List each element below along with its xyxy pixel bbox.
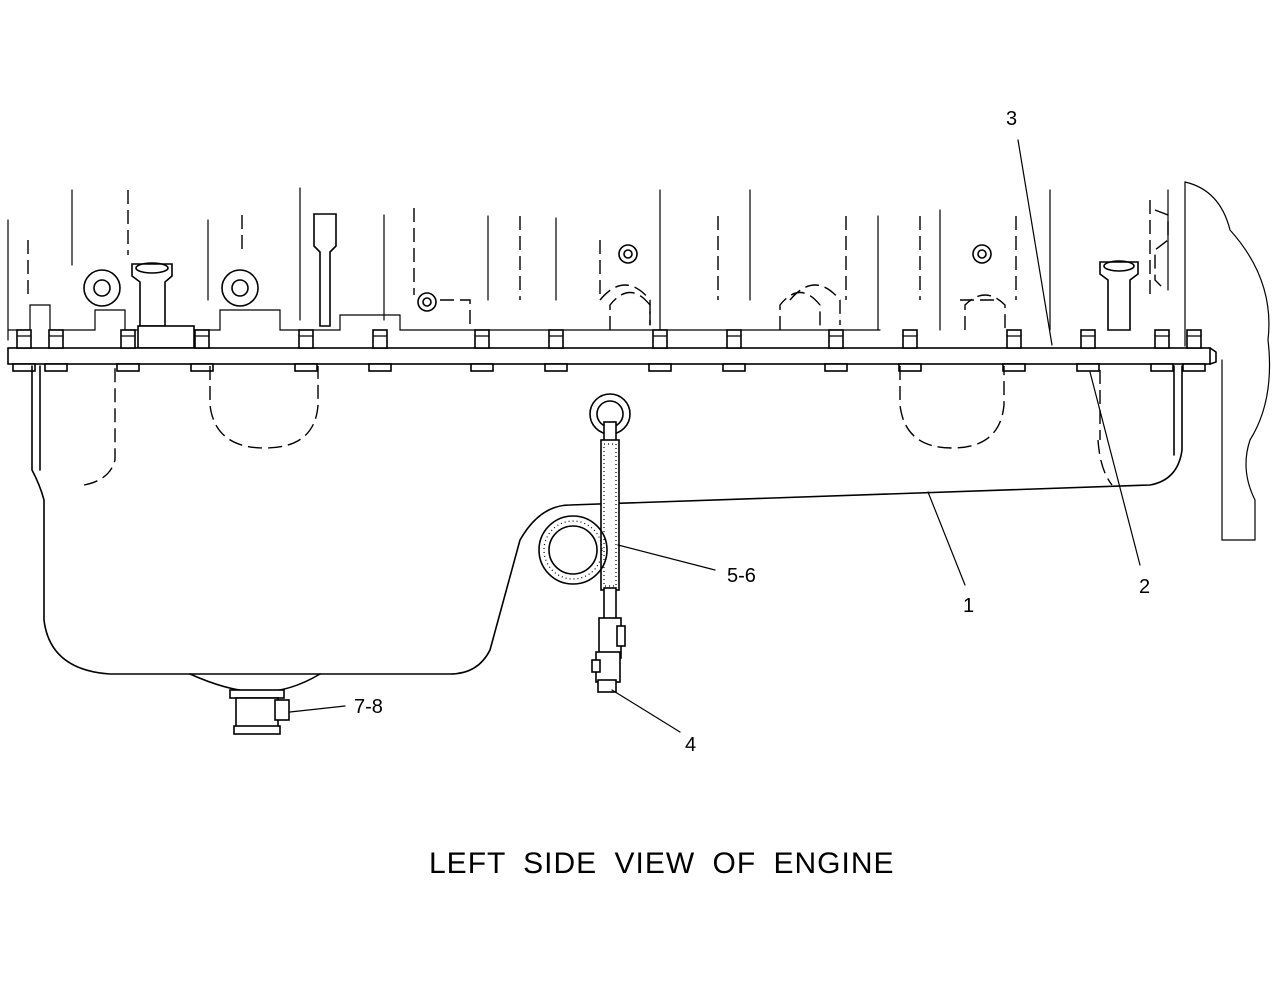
- bolt-nut: [294, 363, 318, 372]
- bolt-head: [1080, 329, 1096, 349]
- callout-labels: 3 2 1 5-6 4 7-8: [354, 108, 1150, 756]
- callout-7-8: 7-8: [354, 696, 383, 718]
- dipstick-tube: [538, 393, 631, 693]
- bolt-head: [902, 329, 918, 349]
- bolt-head: [1006, 329, 1022, 349]
- bolt-nut: [824, 363, 848, 372]
- bolt-nut: [190, 363, 214, 372]
- gasket-rail: [7, 347, 1217, 365]
- bolt-nut: [544, 363, 568, 372]
- bolt-head: [1186, 329, 1202, 349]
- callout-3: 3: [1006, 108, 1017, 130]
- bolt-head: [828, 329, 844, 349]
- bolt-head: [120, 329, 136, 349]
- bolt-nut: [470, 363, 494, 372]
- flange-bolts: [12, 329, 1206, 372]
- leader-lines: [289, 139, 1141, 733]
- bolt-head: [548, 329, 564, 349]
- bolt-nut: [1150, 363, 1174, 372]
- bolt-head: [726, 329, 742, 349]
- callout-1: 1: [963, 595, 974, 617]
- bolt-nut: [898, 363, 922, 372]
- callout-4: 4: [685, 734, 696, 756]
- bolt-head: [48, 329, 64, 349]
- bolt-nut: [722, 363, 746, 372]
- bolt-head: [372, 329, 388, 349]
- drain-plug: [229, 689, 290, 735]
- callout-2: 2: [1139, 576, 1150, 598]
- bolt-nut: [116, 363, 140, 372]
- bolt-nut: [1076, 363, 1100, 372]
- bolt-nut: [1182, 363, 1206, 372]
- bolt-head: [298, 329, 314, 349]
- diagram-caption: LEFT SIDE VIEW OF ENGINE: [429, 847, 895, 880]
- bolt-head: [194, 329, 210, 349]
- callout-5-6: 5-6: [727, 565, 756, 587]
- bolt-head: [652, 329, 668, 349]
- bolt-nut: [12, 363, 36, 372]
- engine-block: [7, 181, 1271, 541]
- bolt-head: [1154, 329, 1170, 349]
- bolt-head: [16, 329, 32, 349]
- oil-pan: [31, 365, 1183, 693]
- bolt-nut: [1002, 363, 1026, 372]
- bolt-nut: [368, 363, 392, 372]
- bolt-nut: [648, 363, 672, 372]
- bolt-nut: [44, 363, 68, 372]
- bolt-head: [474, 329, 490, 349]
